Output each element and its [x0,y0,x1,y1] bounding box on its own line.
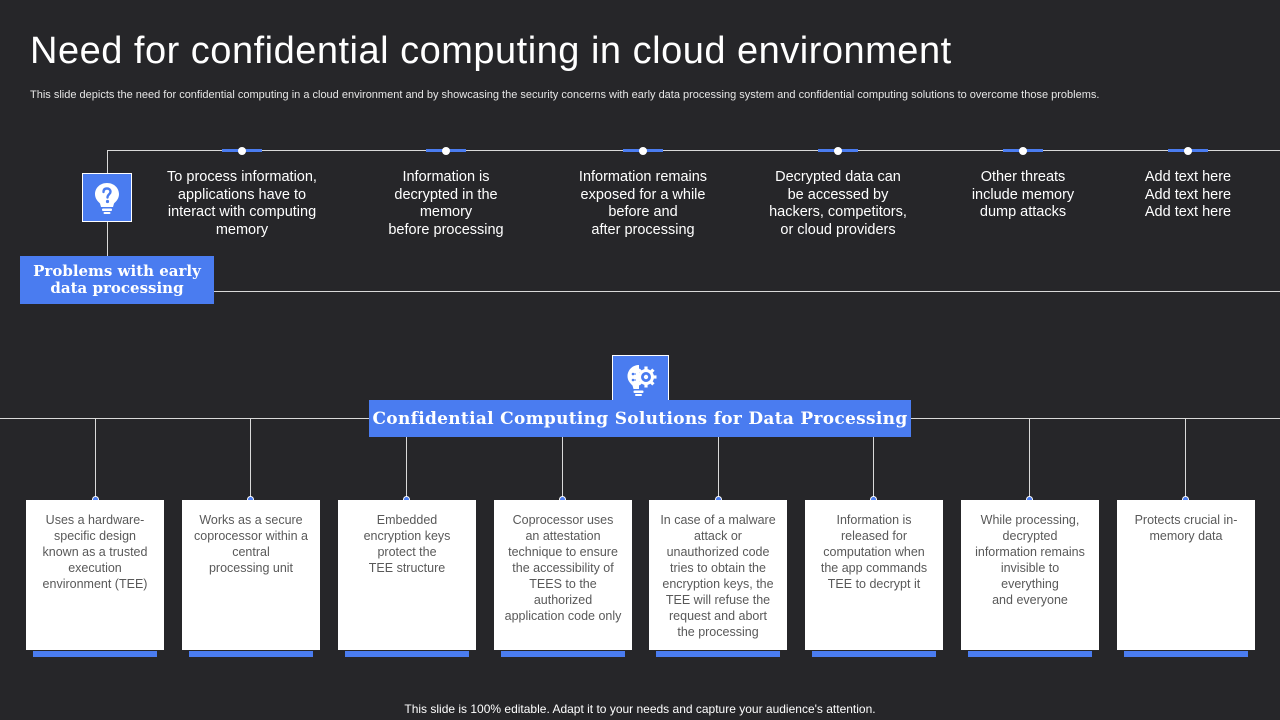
page-subtitle: This slide depicts the need for confiden… [30,89,1100,101]
solution-card-bar [345,651,469,657]
problems-bottom-line [214,291,1280,292]
problem-marker-dot [238,147,246,155]
problem-marker-dot [639,147,647,155]
problem-marker-dot [442,147,450,155]
solution-card-bar [33,651,157,657]
solution-card-bar [501,651,625,657]
solutions-label-text: Confidential Computing Solutions for Dat… [372,408,908,429]
solution-connector [95,419,96,498]
problem-marker-dot [1019,147,1027,155]
solution-card-5: In case of a malware attack or unauthori… [649,500,787,650]
problem-item-1: To process information, applications hav… [167,169,317,238]
solutions-icon-box [612,355,669,406]
problem-item-4: Decrypted data can be accessed by hacker… [769,169,907,238]
solution-connector [250,419,251,498]
solution-card-8: Protects crucial in- memory data [1117,500,1255,650]
solution-card-2: Works as a secure coprocessor within a c… [182,500,320,650]
solution-card-4: Coprocessor uses an attestation techniqu… [494,500,632,650]
solution-card-bar [189,651,313,657]
lightbulb-question-icon [95,182,119,214]
footer-note: This slide is 100% editable. Adapt it to… [404,702,876,716]
problem-item-3: Information remains exposed for a while … [578,169,708,238]
solution-card-3: Embedded encryption keys protect the TEE… [338,500,476,650]
solution-card-bar [656,651,780,657]
problem-item-2: Information is decrypted in the memory b… [388,169,504,238]
solution-connector [718,437,719,498]
solution-connector [1029,419,1030,498]
problem-marker-dot [834,147,842,155]
problems-icon-box [82,173,132,222]
problems-top-line [107,150,1280,151]
page-title: Need for confidential computing in cloud… [30,30,952,72]
solution-card-6: Information is released for computation … [805,500,943,650]
solutions-label: Confidential Computing Solutions for Dat… [369,400,911,437]
solution-card-7: While processing, decrypted information … [961,500,1099,650]
solution-connector [1185,419,1186,498]
solution-connector [406,437,407,498]
solution-connector [562,437,563,498]
solution-card-bar [968,651,1092,657]
solution-card-1: Uses a hardware- specific design known a… [26,500,164,650]
problem-item-6: Add text here Add text here Add text her… [1144,169,1232,220]
problems-label: Problems with early data processing [20,256,214,304]
lightbulb-gear-icon [627,364,656,396]
solution-card-bar [1124,651,1248,657]
solution-card-bar [812,651,936,657]
problems-label-text: Problems with early data processing [33,262,201,297]
problem-item-5: Other threats include memory dump attack… [971,169,1075,220]
solution-connector [873,437,874,498]
problem-marker-dot [1184,147,1192,155]
